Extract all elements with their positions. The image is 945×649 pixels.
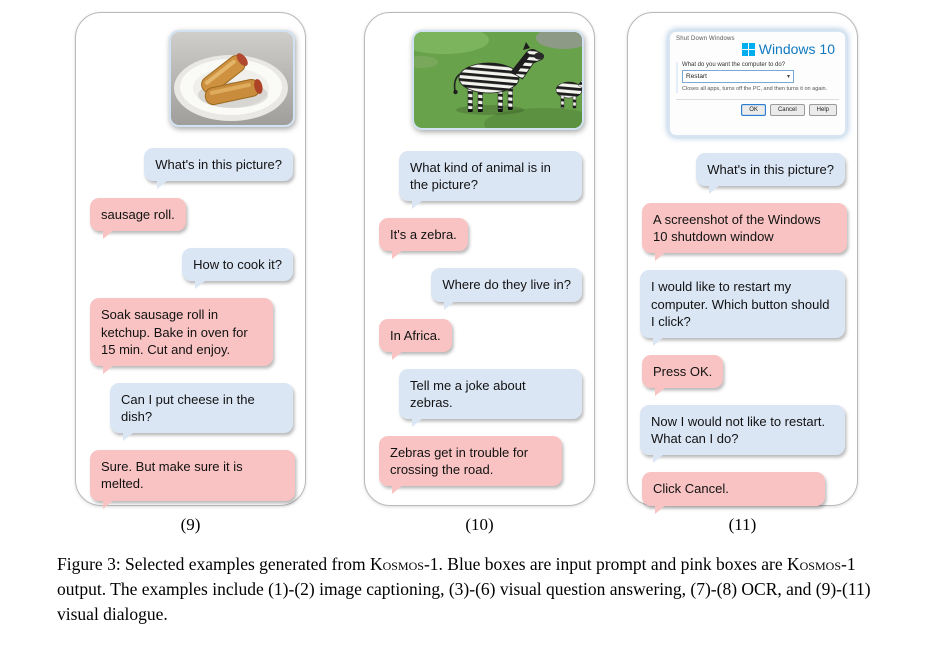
input-bubble: How to cook it? (182, 248, 293, 290)
caption-text: Figure 3: Selected examples generated fr… (57, 554, 370, 574)
input-bubble: Tell me a joke about zebras. (399, 368, 582, 428)
windows-brand: Windows 10 (741, 41, 835, 57)
shutdown-dialog: What do you want the computer to do? Res… (676, 62, 839, 94)
window-title: Shut Down Windows (676, 36, 735, 42)
subfigure-label-11: (11) (728, 515, 757, 534)
output-bubble: Sure. But make sure it is melted. (90, 450, 295, 509)
output-bubble: It's a zebra. (379, 218, 468, 260)
selected-option: Restart (686, 73, 707, 80)
output-bubble: Click Cancel. (642, 472, 825, 514)
output-bubble: Zebras get in trouble for crossing the r… (379, 436, 562, 495)
subfigure-label-9: (9) (180, 515, 201, 534)
kosmos-wordmark: Kosmos-1 (369, 554, 439, 574)
zebra (453, 42, 545, 115)
output-bubble: Soak sausage roll in ketchup. Bake in ov… (90, 298, 273, 375)
shutdown-option-dropdown: Restart ▾ (682, 70, 794, 83)
dialog-divider (676, 99, 839, 101)
output-bubble: A screenshot of the Windows 10 shutdown … (642, 203, 847, 262)
input-bubble: I would like to restart my computer. Whi… (640, 270, 845, 347)
ok-button: OK (741, 104, 766, 117)
input-bubble: What's in this picture? (696, 153, 845, 195)
sausage-roll-photo (171, 32, 293, 125)
kosmos-wordmark: Kosmos-1 (787, 554, 856, 574)
chevron-down-icon: ▾ (786, 74, 790, 80)
input-bubble: Can I put cheese in the dish? (110, 382, 293, 442)
shutdown-prompt: What do you want the computer to do? (682, 62, 786, 68)
dialogue-panel-11: Shut Down Windows Windows 10 What do you… (627, 12, 858, 514)
sausage-roll-top (201, 53, 248, 94)
zebra-photo (414, 32, 582, 128)
input-bubble: What kind of animal is in the picture? (399, 151, 582, 210)
output-bubble: sausage roll. (90, 198, 186, 240)
zebra-foal (555, 79, 582, 109)
figure-caption: Figure 3: Selected examples generated fr… (57, 552, 890, 627)
help-button: Help (808, 104, 837, 117)
caption-text: . Blue boxes are input prompt and pink b… (438, 554, 787, 574)
input-bubble: Now I would not like to restart. What ca… (640, 405, 845, 464)
dialogue-panel-9: What's in this picture? sausage roll. Ho… (75, 12, 306, 509)
input-bubble: What's in this picture? (144, 148, 293, 190)
windows-logo-icon (741, 42, 755, 56)
dialog-buttons: OK Cancel Help (676, 104, 839, 117)
option-description: Closes all apps, turns off the PC, and t… (682, 86, 828, 92)
dialogue-panel-10: What kind of animal is in the picture? I… (364, 12, 595, 506)
output-bubble: Press OK. (642, 354, 724, 397)
caption-text: output. The examples include (1)-(2) ima… (57, 578, 871, 624)
input-bubble: Where do they live in? (431, 268, 582, 310)
output-bubble: In Africa. (379, 318, 452, 360)
sausage-roll-image (169, 30, 295, 127)
zebra-image (412, 30, 584, 130)
windows-shutdown-screenshot: Shut Down Windows Windows 10 What do you… (668, 30, 847, 137)
sausage-roll-bottom (204, 78, 263, 106)
windows-brand-text: Windows 10 (758, 41, 835, 57)
cancel-button: Cancel (769, 104, 805, 117)
subfigure-label-10: (10) (465, 515, 494, 534)
